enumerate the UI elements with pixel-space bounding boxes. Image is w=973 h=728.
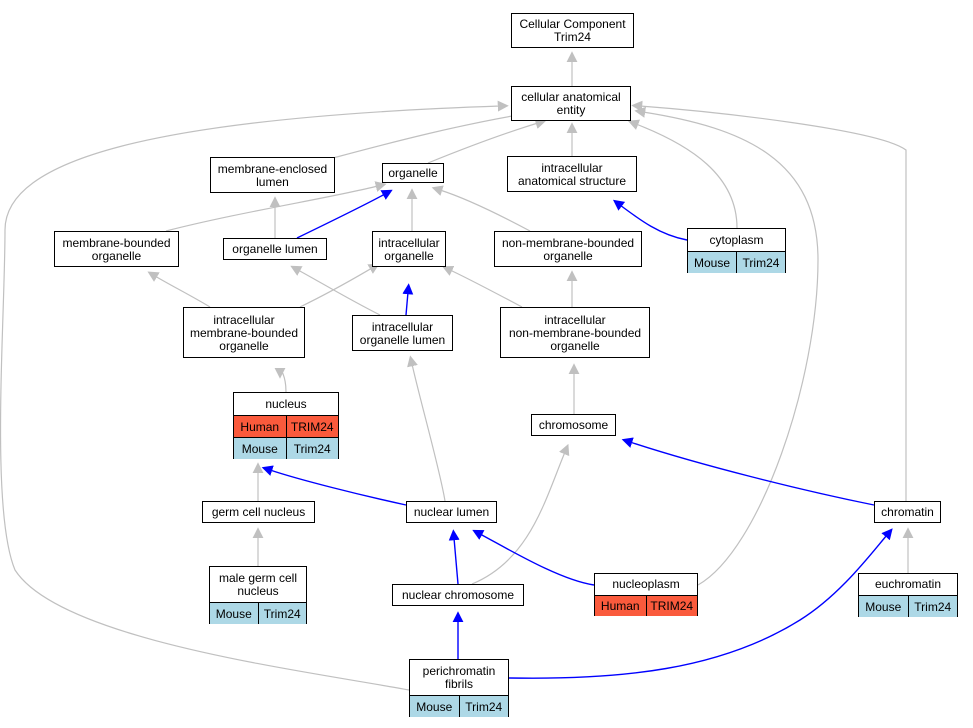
species-cell: Human: [600, 599, 640, 613]
node-inmbo[interactable]: intracellular non-membrane-bounded organ…: [500, 307, 650, 358]
node-label: nucleoplasm: [612, 577, 680, 591]
annotation-row: Human TRIM24: [234, 415, 338, 437]
node-orgl[interactable]: organelle lumen: [223, 238, 327, 260]
node-nl[interactable]: nuclear lumen: [406, 501, 497, 523]
node-mel[interactable]: membrane-enclosed lumen: [210, 157, 335, 193]
node-label: chromatin: [881, 505, 934, 519]
node-label: nuclear lumen: [413, 505, 490, 519]
node-label: Cellular Component Trim24: [519, 17, 626, 44]
node-imbo[interactable]: intracellular membrane-bounded organelle: [183, 307, 305, 358]
node-io[interactable]: intracellular organelle: [372, 231, 446, 267]
annotation-row: Mouse Trim24: [688, 251, 785, 273]
edge-inmbo-to-io: [442, 265, 523, 308]
node-label: non-membrane-bounded organelle: [501, 235, 635, 263]
node-nmbo[interactable]: non-membrane-bounded organelle: [494, 231, 642, 267]
edge-nchr-to-nl: [448, 529, 460, 585]
node-label: cellular anatomical entity: [521, 90, 621, 117]
species-cell: Mouse: [693, 255, 731, 270]
annotation-row: Mouse Trim24: [210, 602, 306, 624]
gene-cell: Trim24: [257, 603, 307, 624]
gene-cell: TRIM24: [285, 416, 339, 437]
node-chrm[interactable]: chromatin: [874, 501, 941, 523]
edge-pf-to-cae: [0, 100, 509, 691]
edge-chrm-to-cae: [631, 100, 907, 501]
node-label: nucleus: [265, 396, 307, 411]
edge-nplasm-to-nl: [472, 529, 595, 586]
edge-nl-to-iol: [407, 355, 446, 502]
edge-nchr-to-chr: [471, 443, 570, 585]
edge-nl-to-nuc: [261, 465, 407, 506]
gene-cell: TRIM24: [645, 596, 698, 616]
edge-mel-to-cae: [332, 109, 527, 159]
node-label: nuclear chromosome: [401, 588, 515, 602]
node-label: membrane-enclosed lumen: [217, 161, 328, 189]
node-label: germ cell nucleus: [211, 505, 306, 519]
node-cc[interactable]: Cellular Component Trim24: [511, 13, 634, 48]
node-label: male germ cell nucleus: [218, 570, 298, 598]
edge-imbo-to-mbo: [147, 271, 211, 308]
edge-iol-to-io: [402, 283, 414, 316]
edge-cyto-to-cae: [627, 119, 738, 229]
node-label: intracellular anatomical structure: [517, 160, 627, 188]
edge-chrm-to-chr: [621, 437, 875, 506]
node-ias[interactable]: intracellular anatomical structure: [507, 156, 637, 192]
species-cell: Mouse: [241, 441, 278, 456]
species-cell: Mouse: [416, 699, 453, 714]
species-cell: Mouse: [215, 606, 252, 621]
node-iol[interactable]: intracellular organelle lumen: [352, 315, 453, 351]
species-cell: Mouse: [865, 599, 902, 614]
gene-cell: Trim24: [907, 596, 958, 617]
annotation-row: Mouse Trim24: [859, 595, 957, 617]
node-label: organelle lumen: [232, 242, 318, 256]
node-cae[interactable]: cellular anatomical entity: [511, 86, 631, 121]
species-cell: Human: [240, 419, 280, 434]
edge-pf-to-chrm: [508, 528, 893, 679]
node-label: intracellular membrane-bounded organelle: [189, 312, 299, 353]
edge-cyto-to-ias: [612, 199, 688, 241]
edge-nplasm-to-cae: [634, 106, 819, 586]
node-org[interactable]: organelle: [382, 163, 444, 183]
node-nchr[interactable]: nuclear chromosome: [392, 584, 524, 606]
annotation-row: Mouse Trim24: [234, 437, 338, 459]
edge-nuc-to-imbo: [274, 367, 287, 393]
node-gcn[interactable]: germ cell nucleus: [202, 501, 315, 523]
node-label: chromosome: [538, 418, 609, 432]
gene-cell: Trim24: [458, 696, 509, 717]
node-label: euchromatin: [874, 577, 942, 591]
node-label: intracellular organelle lumen: [359, 319, 446, 347]
edge-imbo-to-io: [299, 263, 380, 308]
edge-mbo-to-org: [165, 181, 387, 232]
gene-cell: Trim24: [736, 252, 785, 273]
edge-org-to-cae: [427, 118, 547, 164]
node-label: membrane-bounded organelle: [62, 235, 171, 263]
edge-nmbo-to-org: [431, 185, 531, 232]
annotation-row: Mouse Trim24: [410, 695, 508, 717]
node-label: intracellular non-membrane-bounded organ…: [508, 312, 642, 353]
node-chr[interactable]: chromosome: [531, 414, 616, 436]
node-mbo[interactable]: membrane-bounded organelle: [54, 231, 179, 267]
edge-iol-to-orgl: [290, 265, 381, 316]
node-label: organelle: [388, 166, 438, 180]
node-label: cytoplasm: [709, 232, 764, 247]
annotation-row: Human TRIM24: [595, 595, 697, 616]
edge-orgl-to-org: [296, 189, 393, 239]
gene-cell: Trim24: [285, 438, 339, 459]
node-label: perichromatin fibrils: [422, 663, 496, 691]
node-label: intracellular organelle: [378, 235, 440, 263]
